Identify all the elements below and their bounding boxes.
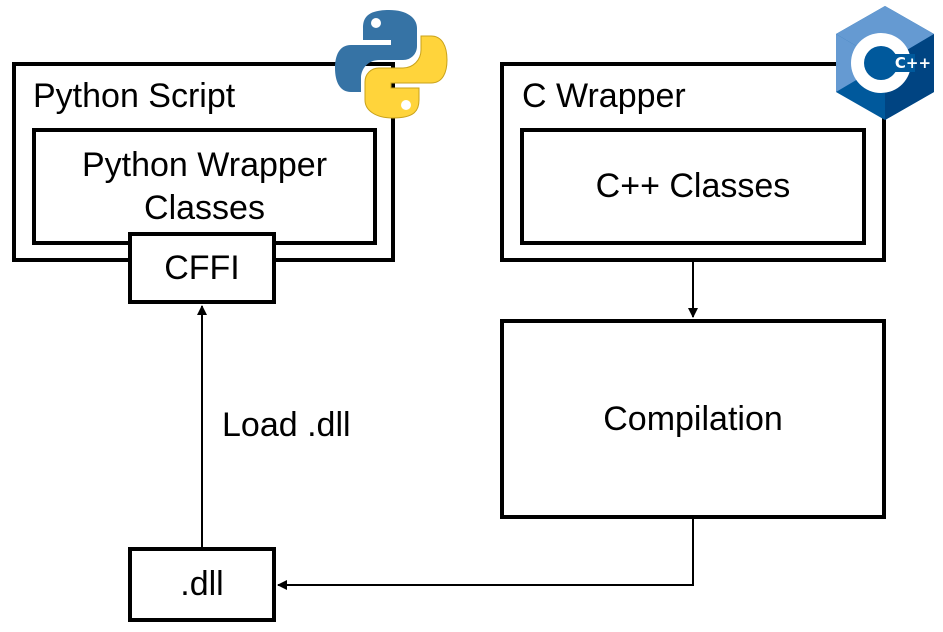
compilation-box: Compilation	[500, 319, 886, 519]
python-wrapper-label-line1: Python Wrapper	[81, 146, 328, 184]
python-wrapper-label-line2: Classes	[144, 188, 265, 227]
python-logo-icon	[335, 10, 448, 119]
cpp-classes-box: C++ Classes	[520, 128, 866, 245]
cpp-logo-icon: C++	[836, 6, 934, 120]
arrow-compilation-to-dll	[277, 519, 694, 590]
dll-label: .dll	[180, 565, 224, 603]
dll-box: .dll	[128, 547, 276, 622]
load-dll-edge-label: Load .dll	[222, 406, 351, 444]
cffi-box: CFFI	[128, 232, 276, 304]
cpp-classes-label: C++ Classes	[595, 167, 791, 205]
cpp-logo-text: C++	[895, 54, 931, 72]
c-wrapper-title: C Wrapper	[522, 77, 686, 115]
python-script-title: Python Script	[33, 77, 236, 115]
compilation-label: Compilation	[603, 399, 783, 438]
cffi-label: CFFI	[164, 248, 240, 287]
